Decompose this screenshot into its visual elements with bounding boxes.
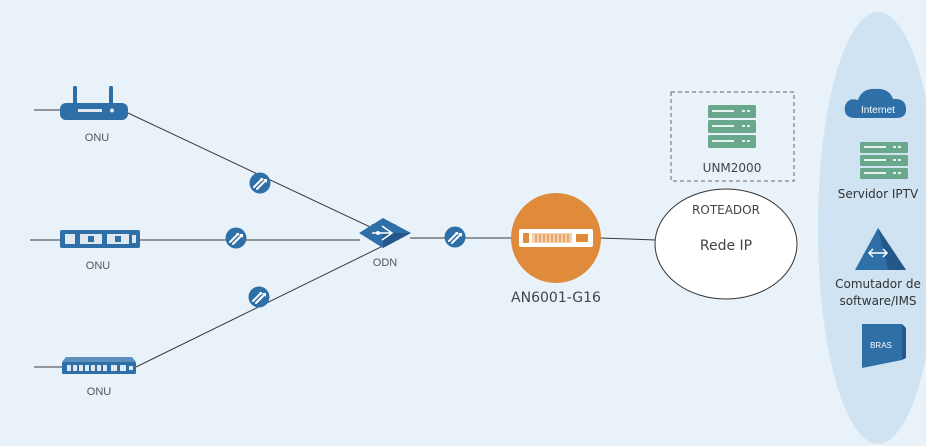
nms-label: UNM2000: [703, 161, 762, 175]
softswitch-label-line2: software/IMS: [839, 294, 916, 308]
odn-label: ODN: [373, 257, 398, 269]
onu3-label: ONU: [87, 386, 112, 398]
link-onu1-odn: [127, 112, 384, 234]
splitter-icon: [444, 226, 466, 248]
onu-switch-icon: [62, 357, 136, 374]
ip-network-ellipse: [654, 188, 798, 300]
internet-label: Internet: [861, 105, 895, 116]
olt-device: [511, 193, 601, 283]
internet-cloud-icon: [844, 88, 907, 118]
onu2-label: ONU: [86, 260, 111, 272]
onu1-label: ONU: [85, 132, 110, 144]
onu-router-icon: [60, 86, 128, 120]
splitter-icon: [225, 227, 247, 249]
softswitch-icon: [855, 228, 906, 270]
splitter-icon: [249, 172, 271, 194]
link-olt-ip: [599, 237, 657, 241]
router-label: ROTEADOR: [692, 203, 760, 217]
iptv-label: Servidor IPTV: [838, 187, 919, 201]
server-icon: [708, 105, 756, 148]
bras-label: BRAS: [870, 341, 892, 350]
onu-rack-icon: [60, 230, 140, 248]
softswitch-label-line1: Comutador de: [835, 277, 921, 291]
ip-network-label: Rede IP: [700, 238, 752, 254]
splitter-icon: [248, 286, 270, 308]
services-area: [818, 12, 926, 444]
odn-splitter-icon: [359, 218, 411, 248]
nms-dashed-box: [670, 91, 795, 182]
olt-label: AN6001-G16: [511, 290, 601, 306]
bras-icon: [862, 324, 906, 368]
iptv-server-icon: [860, 142, 908, 179]
